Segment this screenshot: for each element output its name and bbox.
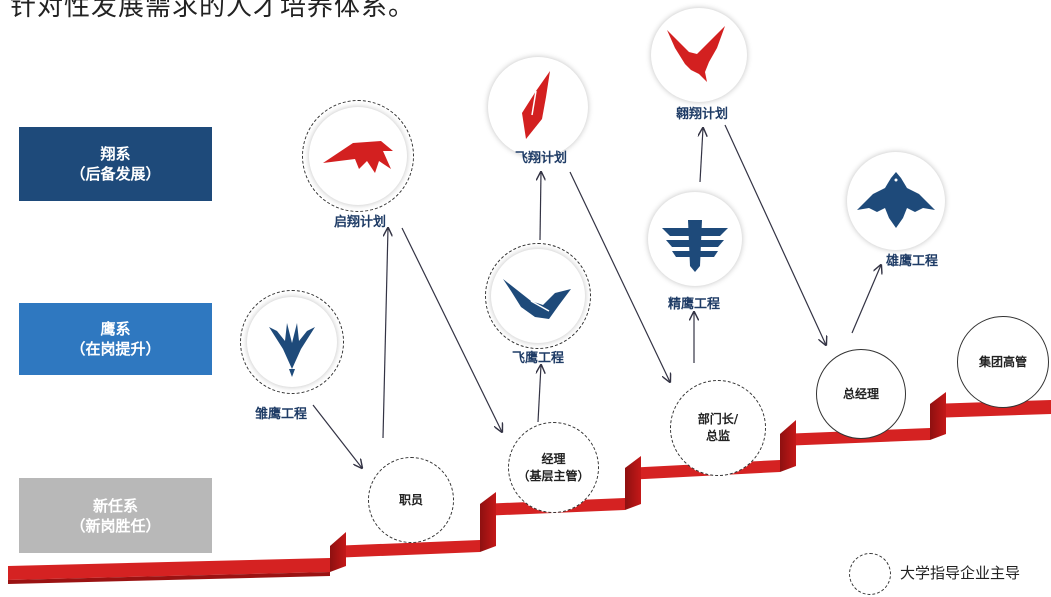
- program-aoxiang-emblem: [651, 8, 747, 102]
- eagle-soaring-icon: [503, 279, 571, 319]
- level-subtitle: （新岗胜任）: [70, 516, 161, 535]
- program-jingying-emblem: [648, 192, 742, 286]
- position-group-label: 集团高管: [978, 354, 1027, 369]
- position-staff: [368, 457, 454, 543]
- position-manager-line1: 经理: [541, 451, 566, 466]
- program-xiongying-emblem: [847, 152, 945, 250]
- position-dept-head: [670, 380, 766, 476]
- level-subtitle: （后备发展）: [70, 165, 161, 183]
- position-manager-label: 经理 （基层主管）: [508, 422, 599, 513]
- level-title: 新任系: [92, 496, 138, 515]
- program-young-eagle-label: 雏鹰工程: [254, 407, 308, 422]
- level-subtitle: （在岗提升）: [70, 340, 161, 358]
- page-heading: 针对性发展需求的人才培养体系。: [10, 0, 416, 22]
- program-jingying-label: 精鹰工程: [667, 297, 721, 312]
- position-gm: [816, 349, 906, 439]
- arrow: [724, 124, 826, 345]
- winged-emblem-icon: [662, 220, 728, 272]
- arrow: [382, 228, 388, 439]
- position-gm-label: 总经理: [842, 386, 879, 401]
- position-staff-label: 职员: [398, 492, 423, 507]
- program-young-eagle-emblem: [247, 297, 337, 387]
- program-feixiang-label: 飞翔计划: [514, 151, 568, 166]
- program-feiying-emblem: [491, 249, 585, 343]
- level-box-ying: 鹰系 （在岗提升）: [19, 303, 212, 375]
- level-box-xiang: 翔系 （后备发展）: [19, 127, 212, 201]
- program-xiongying-label: 雄鹰工程: [885, 254, 939, 269]
- position-dept-head-label: 部门长/ 总监: [670, 380, 766, 476]
- program-feiying-label: 飞鹰工程: [511, 351, 565, 366]
- eagle-descending-icon: [269, 323, 315, 377]
- arrow: [851, 265, 881, 334]
- position-manager: [508, 422, 599, 513]
- arrow: [569, 171, 670, 382]
- program-aoxiang-label: 翱翔计划: [675, 107, 729, 122]
- arrow: [538, 365, 541, 423]
- arrow: [700, 128, 703, 183]
- arrow: [540, 172, 541, 241]
- level-title: 翔系: [100, 145, 131, 163]
- legend-label: 大学指导企业主导: [900, 564, 1021, 582]
- position-dept-line2: 总监: [705, 429, 730, 443]
- red-wing-icon: [323, 141, 393, 173]
- program-qixiang-emblem: [309, 107, 407, 205]
- eagle-crest-icon: [857, 172, 935, 228]
- position-manager-line2: （基层主管）: [517, 468, 590, 483]
- legend-dashed-circle-icon: [849, 553, 891, 595]
- level-title: 鹰系: [100, 320, 131, 338]
- position-group-exec: [957, 316, 1049, 408]
- program-feixiang-emblem: [488, 57, 588, 157]
- program-qixiang-label: 启翔计划: [333, 215, 387, 230]
- red-feather-icon: [522, 71, 550, 139]
- arrow: [401, 227, 502, 432]
- red-eagle-icon: [667, 26, 725, 82]
- arrow: [312, 404, 362, 468]
- level-box-xinren: 新任系 （新岗胜任）: [19, 478, 212, 553]
- position-dept-line1: 部门长/: [697, 412, 739, 426]
